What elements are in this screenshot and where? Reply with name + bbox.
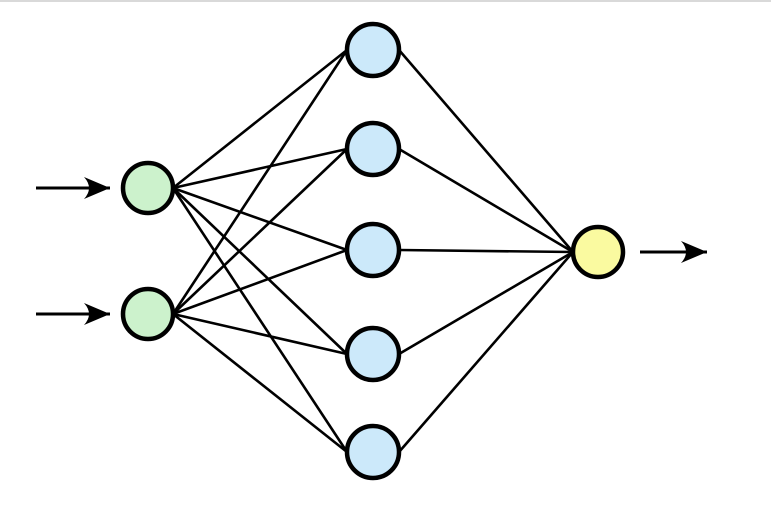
- output-node-output-1: [570, 224, 626, 280]
- edges-layer: [171, 48, 574, 454]
- edge-input-2-to-hidden-1: [171, 49, 349, 315]
- edge-input-1-to-hidden-5: [171, 187, 349, 453]
- nodes-layer: [120, 21, 626, 481]
- input-node-input-2: [120, 286, 176, 342]
- edge-hidden-1-to-output-1: [398, 49, 574, 253]
- edge-hidden-3-to-output-1: [398, 248, 574, 254]
- hidden-node-hidden-1: [344, 21, 402, 79]
- edge-hidden-5-to-output-1: [398, 251, 574, 453]
- edge-input-1-to-hidden-3: [172, 186, 348, 252]
- arrows-layer: [36, 177, 707, 325]
- edge-input-1-to-hidden-1: [172, 48, 348, 190]
- edge-input-2-to-hidden-5: [172, 312, 348, 454]
- edge-input-2-to-hidden-4: [172, 312, 348, 356]
- page-top-border: [0, 0, 771, 2]
- edge-hidden-2-to-output-1: [398, 147, 574, 254]
- input-node-input-1: [120, 160, 176, 216]
- hidden-node-hidden-3: [344, 221, 402, 279]
- hidden-node-hidden-4: [344, 325, 402, 383]
- edge-input-2-to-hidden-2: [172, 148, 348, 315]
- edge-input-2-to-hidden-3: [172, 248, 348, 316]
- hidden-node-hidden-5: [344, 423, 402, 481]
- hidden-node-hidden-2: [344, 120, 402, 178]
- edge-hidden-4-to-output-1: [398, 250, 574, 356]
- edge-input-1-to-hidden-4: [172, 187, 348, 355]
- edge-input-1-to-hidden-2: [172, 147, 348, 190]
